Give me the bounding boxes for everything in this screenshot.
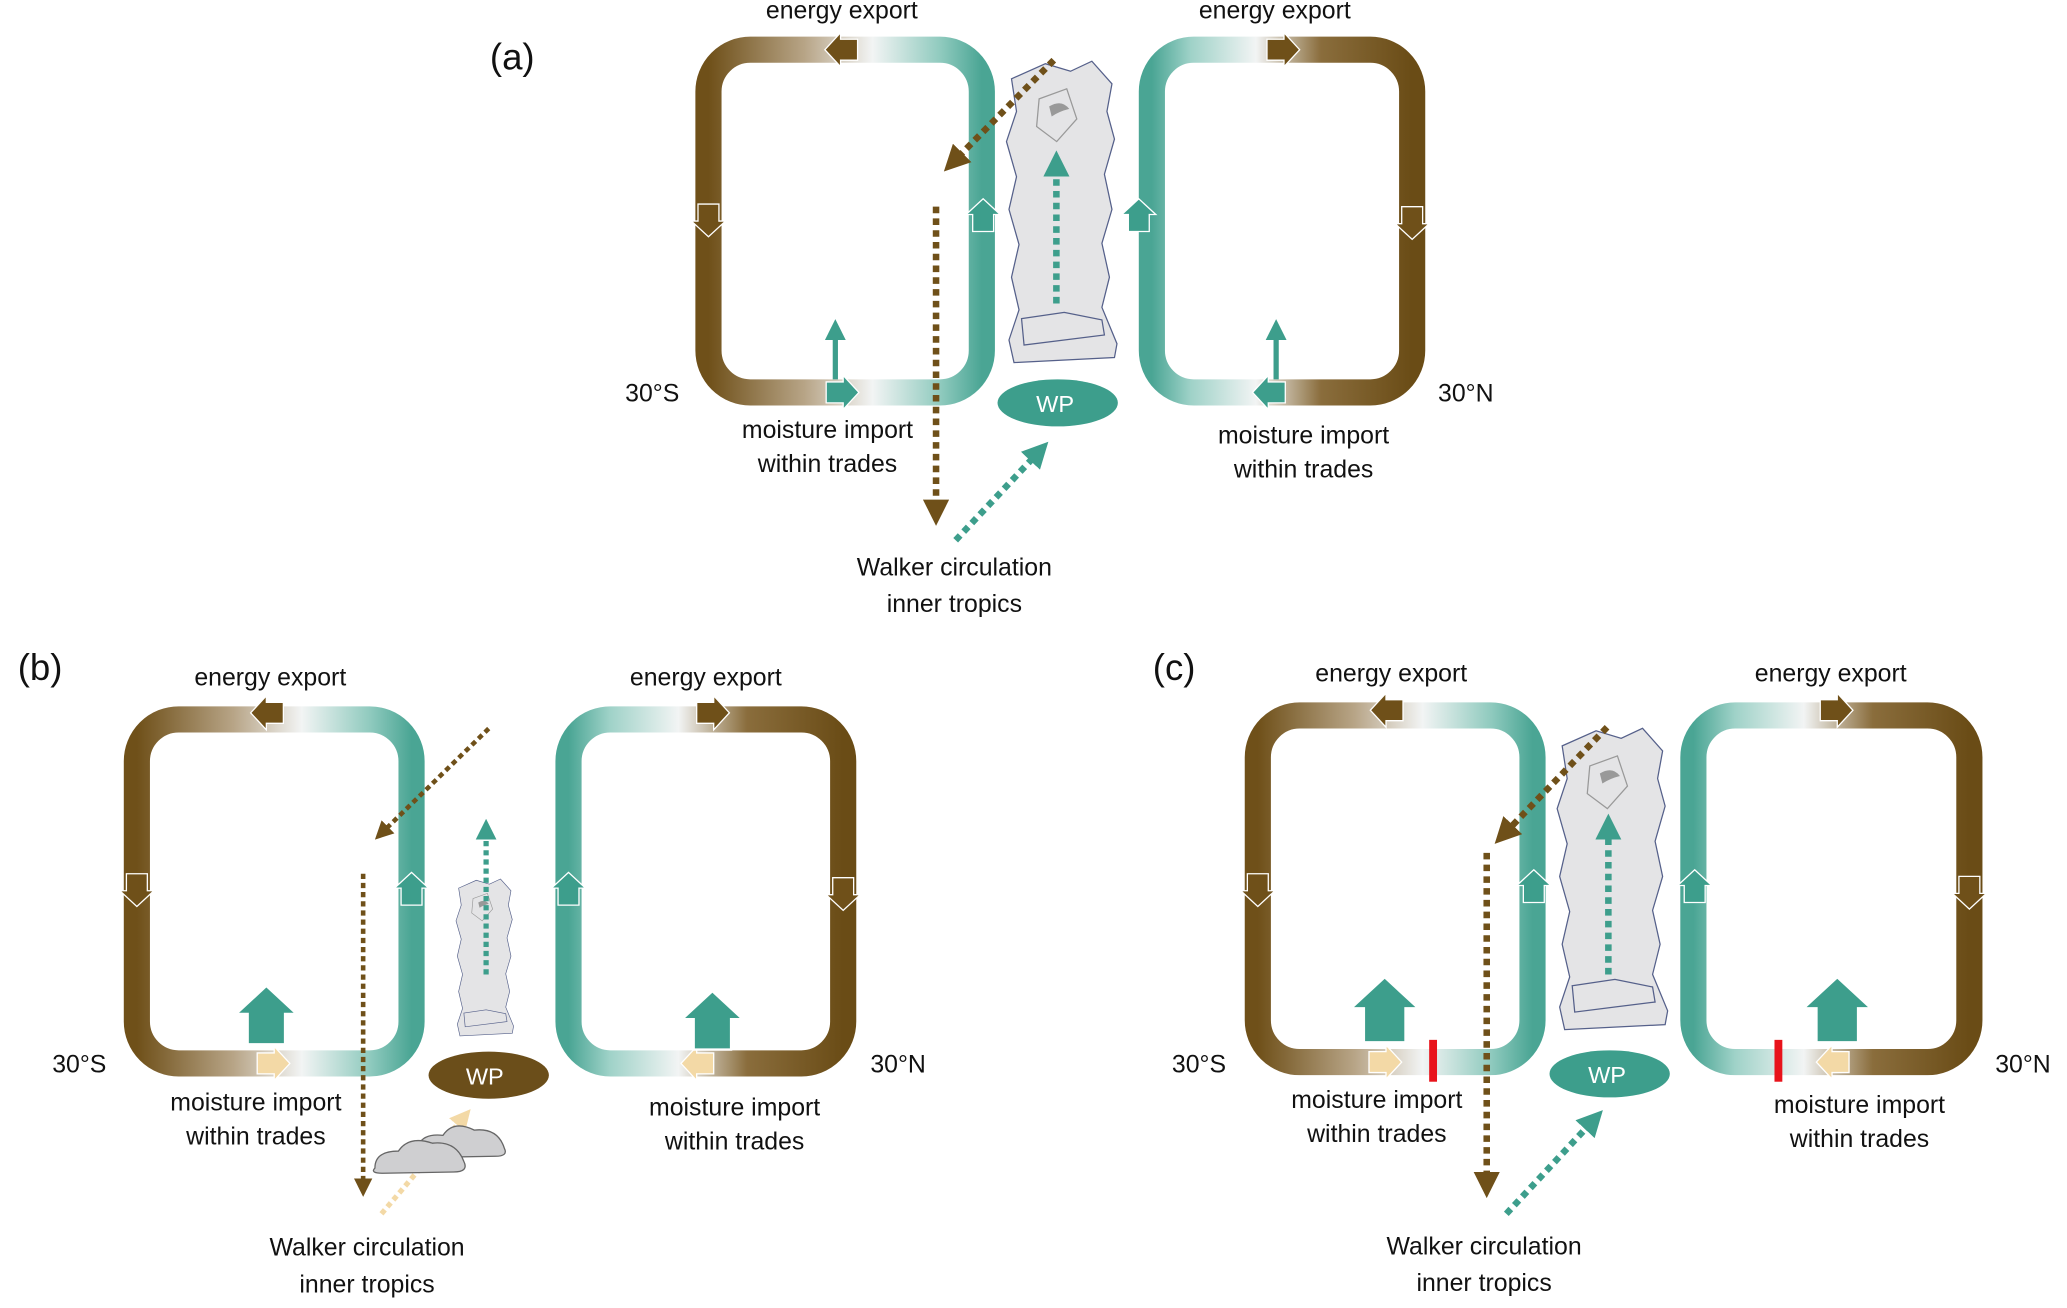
wp-warm-pool bbox=[997, 379, 1118, 427]
walker-label: Walker circulation bbox=[270, 1235, 465, 1262]
moisture-barrier-marker bbox=[1429, 1039, 1438, 1082]
moisture-import-label: within trades bbox=[757, 451, 897, 478]
energy-export-label: energy export bbox=[194, 664, 346, 691]
panel-a: (a) WP energy export energy export 30°S … bbox=[490, 0, 1494, 618]
latitude-south-label: 30°S bbox=[625, 381, 679, 408]
moisture-import-label: within trades bbox=[1233, 456, 1373, 483]
moisture-barrier-marker bbox=[1774, 1039, 1783, 1082]
walker-descent-dotted-arrow bbox=[374, 726, 491, 840]
walker-return-dotted-arrow bbox=[1503, 1110, 1603, 1217]
mountain-convection-icon bbox=[1005, 60, 1118, 364]
moisture-import-label: moisture import bbox=[1774, 1092, 1945, 1119]
wp-label: WP bbox=[466, 1063, 504, 1089]
cloud-icon bbox=[372, 1125, 506, 1174]
walker-label: Walker circulation bbox=[857, 555, 1052, 582]
walker-descent-dotted-arrow bbox=[943, 57, 1057, 172]
wp-label: WP bbox=[1036, 391, 1074, 417]
walker-label: inner tropics bbox=[299, 1271, 434, 1298]
walker-descent-dotted-arrow bbox=[1494, 724, 1610, 844]
walker-label: inner tropics bbox=[1416, 1270, 1551, 1297]
walker-label: inner tropics bbox=[887, 591, 1022, 618]
energy-export-label: energy export bbox=[630, 664, 782, 691]
walker-label: Walker circulation bbox=[1387, 1233, 1582, 1260]
energy-export-label: energy export bbox=[1755, 660, 1907, 687]
moisture-import-label: moisture import bbox=[1291, 1087, 1462, 1114]
moisture-import-label: moisture import bbox=[742, 417, 913, 444]
panel-b: (b) WP energy export energy export 30°S … bbox=[18, 647, 926, 1298]
moisture-uplift-arrow bbox=[680, 990, 744, 1051]
latitude-south-label: 30°S bbox=[1172, 1052, 1226, 1079]
latitude-north-label: 30°N bbox=[1995, 1052, 2051, 1079]
hadley-cell-south bbox=[695, 36, 995, 406]
moisture-import-label: moisture import bbox=[649, 1095, 820, 1122]
mountain-convection-icon bbox=[1556, 727, 1669, 1031]
hadley-cell-north bbox=[1138, 36, 1426, 406]
moisture-import-label: moisture import bbox=[170, 1089, 341, 1116]
panel-label: (c) bbox=[1153, 647, 1196, 688]
moisture-import-label: within trades bbox=[1789, 1126, 1929, 1153]
moisture-uplift-arrow bbox=[1349, 975, 1421, 1044]
moisture-import-label: moisture import bbox=[1218, 422, 1389, 449]
moisture-uplift-arrow bbox=[1801, 975, 1873, 1044]
mountain-convection-icon bbox=[455, 878, 514, 1037]
energy-export-label: energy export bbox=[1199, 0, 1351, 24]
moisture-import-label: within trades bbox=[185, 1124, 325, 1151]
energy-export-label: energy export bbox=[766, 0, 918, 24]
wp-warm-pool bbox=[428, 1051, 549, 1099]
moisture-import-label: within trades bbox=[664, 1129, 804, 1156]
latitude-north-label: 30°N bbox=[1438, 381, 1494, 408]
panel-c: (c) WP energy export energy export 30°S … bbox=[1153, 647, 2051, 1297]
panel-label: (b) bbox=[18, 647, 63, 688]
walker-return-dotted-arrow bbox=[953, 441, 1049, 543]
moisture-uplift-arrow bbox=[234, 984, 298, 1046]
latitude-south-label: 30°S bbox=[52, 1052, 106, 1079]
moisture-import-label: within trades bbox=[1306, 1121, 1446, 1148]
wp-warm-pool bbox=[1549, 1050, 1670, 1098]
energy-export-label: energy export bbox=[1315, 660, 1467, 687]
panel-label: (a) bbox=[490, 36, 535, 77]
wp-label: WP bbox=[1588, 1062, 1626, 1088]
latitude-north-label: 30°N bbox=[870, 1052, 926, 1079]
